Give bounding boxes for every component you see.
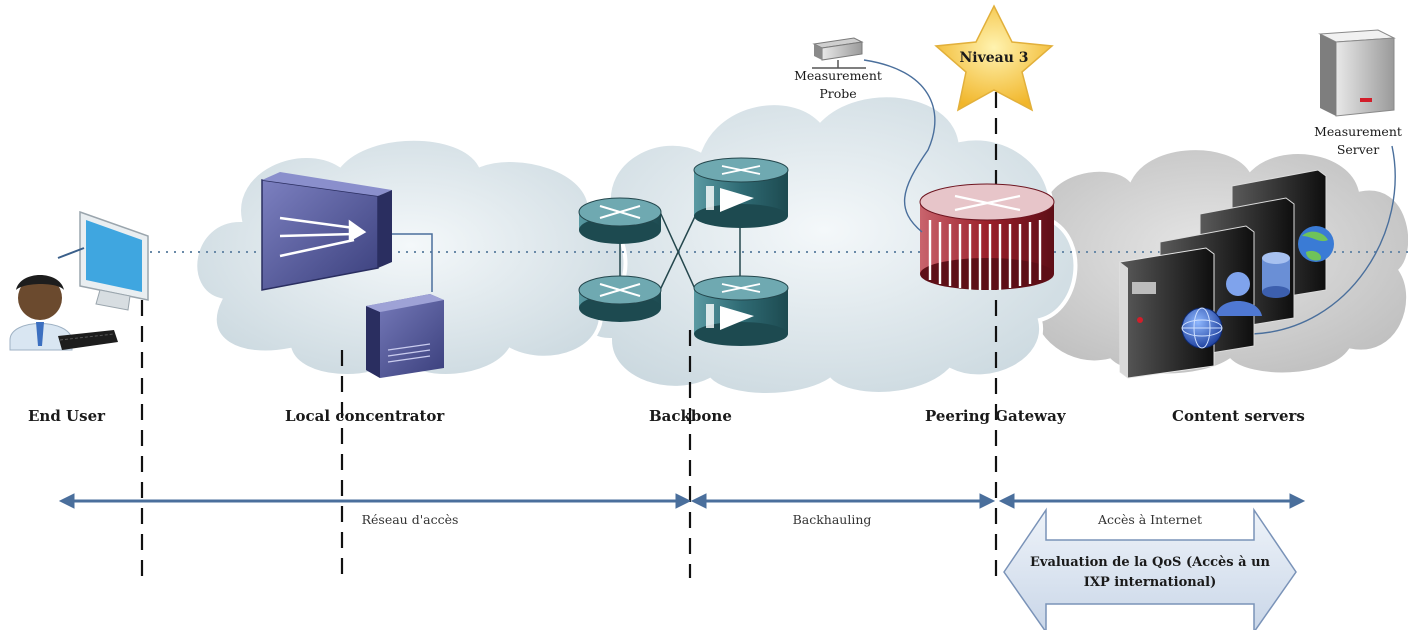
arrowhead-left bbox=[998, 493, 1015, 509]
qos-line2: IXP international) bbox=[1084, 575, 1216, 590]
monitor-icon bbox=[79, 210, 149, 311]
label-peering-gateway: Peering Gateway bbox=[925, 407, 1067, 425]
globe-icon bbox=[1298, 226, 1334, 262]
label-content-servers: Content servers bbox=[1172, 407, 1305, 425]
server-link bbox=[1251, 145, 1396, 335]
probe-icon bbox=[812, 37, 866, 69]
label-backbone: Backbone bbox=[649, 407, 732, 425]
probe-link bbox=[863, 59, 936, 233]
switch-icon bbox=[693, 157, 789, 228]
boundary-lines bbox=[140, 92, 998, 578]
label-server-line2: Server bbox=[1337, 142, 1379, 157]
user-group-icon bbox=[1216, 272, 1262, 316]
arrowhead-left bbox=[58, 493, 75, 509]
label-backhauling: Backhauling bbox=[793, 512, 872, 527]
arrowhead-left bbox=[690, 493, 707, 509]
concentrator-icon bbox=[261, 172, 433, 292]
label-server-line1: Measurement bbox=[1314, 124, 1402, 139]
database-icon bbox=[1262, 252, 1290, 298]
router-icon bbox=[578, 197, 662, 244]
switch-icon bbox=[693, 275, 789, 346]
arrowhead-right bbox=[675, 493, 692, 509]
label-niveau: Niveau 3 bbox=[959, 50, 1028, 66]
label-internet-access: Accès à Internet bbox=[1097, 512, 1202, 527]
user-icon bbox=[9, 275, 118, 351]
arrowhead-right bbox=[1289, 493, 1306, 509]
qos-line1: Evaluation de la QoS (Accès à un bbox=[1030, 555, 1271, 570]
star-icon bbox=[934, 4, 1054, 112]
label-access-network: Réseau d'accès bbox=[362, 512, 459, 527]
qos-block-arrow bbox=[1003, 507, 1297, 630]
router-icon bbox=[578, 275, 662, 322]
measurement-server-icon bbox=[1318, 29, 1396, 117]
globe-icon bbox=[1181, 307, 1223, 349]
label-local-concentrator: Local concentrator bbox=[285, 407, 445, 425]
end-user bbox=[9, 210, 149, 351]
gateway-router-icon bbox=[919, 183, 1055, 290]
label-end-user: End User bbox=[28, 407, 106, 425]
segment-arrows bbox=[58, 493, 1306, 509]
label-probe-line1: Measurement bbox=[794, 68, 882, 83]
arrowhead-right bbox=[979, 493, 996, 509]
label-probe-line2: Probe bbox=[819, 86, 856, 101]
server-tower-icon bbox=[366, 294, 444, 378]
